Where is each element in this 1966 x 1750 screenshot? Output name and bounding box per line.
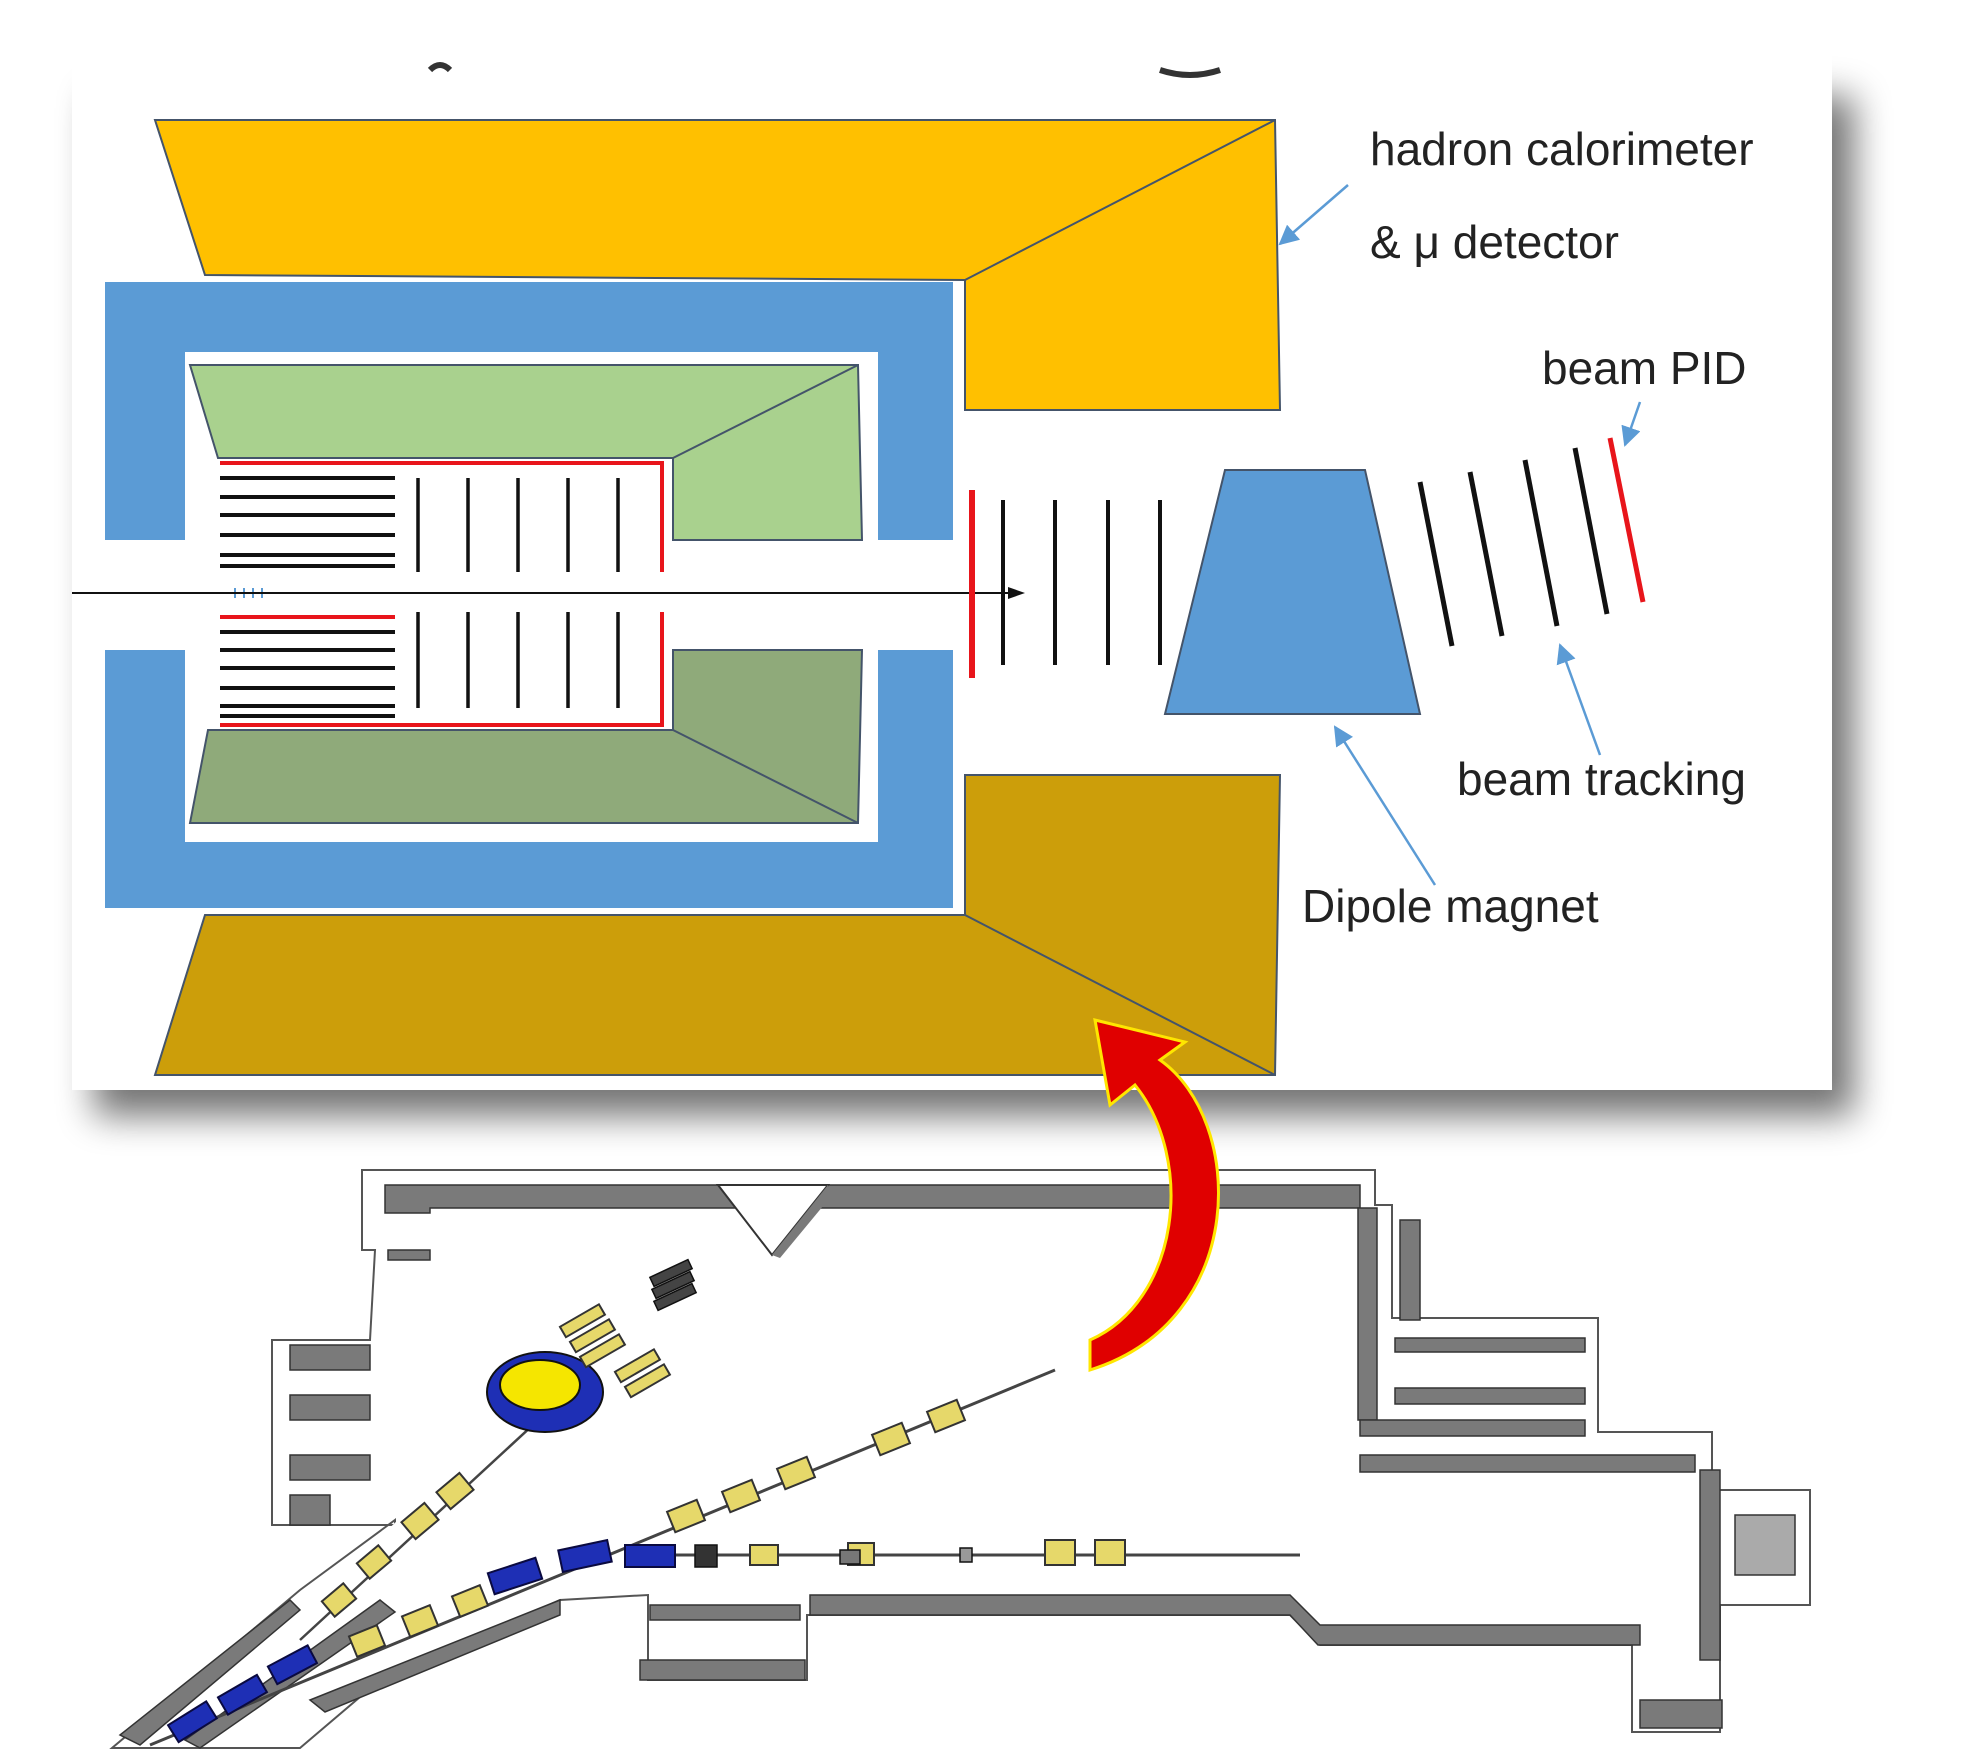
label-dipole-magnet: Dipole magnet: [1302, 880, 1599, 932]
equipment-stack: [648, 1258, 698, 1312]
endcap-tracker-bottom: [416, 612, 620, 708]
pid-frame-bottom: [220, 612, 664, 727]
beamline-magnets-blue: [166, 1538, 676, 1744]
hadron-calorimeter-bottom: [153, 774, 1282, 1076]
cropped-title-fragment: [427, 62, 1221, 78]
forward-tracker-planes: [1001, 500, 1162, 665]
arrowhead-icon: [1008, 587, 1025, 599]
beam-pid-plane: [1607, 437, 1646, 603]
beam-tracking-planes: [1417, 447, 1610, 647]
beamline-magnets-dark: [694, 1544, 973, 1568]
experimental-hall: [109, 1017, 1811, 1749]
magnet-yoke-bottom: [105, 650, 953, 908]
endcap-tracker-top: [416, 478, 620, 572]
detector-schematic: hadron calorimeter & μ detector beam PID…: [72, 40, 1832, 1090]
dipole-magnet-shape: [1163, 469, 1422, 715]
beamline-magnets-yellow: [320, 1398, 1126, 1659]
label-hadron-calorimeter: hadron calorimeter: [1370, 123, 1754, 175]
label-mu-detector: & μ detector: [1370, 216, 1619, 268]
barrel-tracker-top: [220, 476, 395, 557]
hall-wall-faces: [118, 1184, 1796, 1749]
curved-arrow-icon: [1088, 1017, 1220, 1373]
pid-frame-top: [220, 461, 664, 572]
label-beam-tracking: beam tracking: [1457, 753, 1746, 805]
existing-spectrometer: [486, 1302, 672, 1433]
callout-lines: [1278, 184, 1642, 886]
label-beam-pid: beam PID: [1542, 342, 1747, 394]
hadron-calorimeter-top: [153, 119, 1282, 411]
barrel-tracker-bottom: [220, 630, 395, 708]
magnet-yoke-top: [105, 282, 953, 540]
